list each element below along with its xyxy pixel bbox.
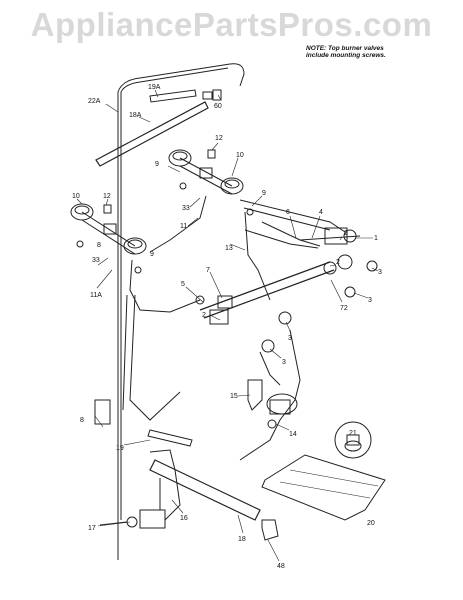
wire-harness [122, 294, 181, 421]
note-line-2: include mounting screws. [306, 52, 386, 59]
orifice-3-b [261, 339, 275, 353]
screw-9-d [134, 266, 142, 274]
callout-48: 48 [277, 563, 285, 570]
callout-60: 60 [214, 103, 222, 110]
inset-circle-21 [334, 421, 372, 459]
bracket-15 [247, 379, 263, 411]
callout-1: 1 [374, 235, 378, 242]
note-text: NOTE: Top burner valves include mounting… [306, 45, 456, 59]
screw-9-a [179, 182, 187, 190]
callout-33-left: 33 [92, 257, 100, 264]
callout-3-right-a: 3 [378, 269, 382, 276]
callout-8-top: 8 [97, 242, 101, 249]
callout-12-left: 12 [103, 193, 111, 200]
callout-72: 72 [340, 305, 348, 312]
callout-3-right-b: 3 [368, 297, 372, 304]
tube-top-arc [117, 63, 245, 93]
callout-9-left: 9 [150, 251, 154, 258]
screw-9-c [76, 240, 84, 248]
callout-19a: 19A [148, 84, 161, 91]
burner-valve-assembly-right [168, 149, 244, 195]
callout-18a: 18A [129, 112, 142, 119]
callout-7: 7 [206, 267, 210, 274]
callout-13: 13 [225, 245, 233, 252]
clip-12-top [207, 149, 216, 159]
callout-20: 20 [367, 520, 375, 527]
callout-9-top: 9 [155, 161, 159, 168]
callout-10-left: 10 [72, 193, 80, 200]
tube-22a [117, 92, 122, 560]
callout-11a: 11A [90, 292, 102, 299]
screw-9-b [246, 208, 254, 216]
tube-18 [149, 459, 261, 521]
bracket-48 [261, 519, 279, 541]
tube-11a [129, 259, 201, 313]
tube-to-regulator [239, 329, 301, 461]
callout-16: 16 [180, 515, 188, 522]
callout-6: 6 [286, 209, 290, 216]
watermark-text: AppliancePartsPros.com [30, 6, 433, 43]
callout-3-mid-a: 3 [288, 335, 292, 342]
bottom-valve [99, 469, 181, 529]
valve-right [299, 227, 378, 275]
callout-15: 15 [230, 393, 238, 400]
heat-shield-20 [261, 454, 386, 521]
callout-4: 4 [319, 209, 323, 216]
callout-8: 8 [80, 417, 84, 424]
orifice-3-a [278, 311, 292, 325]
valve-mid [195, 295, 233, 325]
callout-21: 21 [349, 430, 357, 437]
note-line-1: NOTE: Top burner valves [306, 45, 384, 52]
callout-12-top: 12 [215, 135, 223, 142]
callout-2-mid-b: 2 [336, 259, 340, 266]
callout-3-mid-b: 3 [282, 359, 286, 366]
tube-13 [244, 211, 271, 301]
callout-22a: 22A [88, 98, 101, 105]
callout-2-right: 2 [344, 230, 348, 237]
clip-12-left [103, 204, 112, 214]
orifice-3-c [344, 286, 356, 298]
tube-18a [95, 101, 209, 167]
igniter-19a [149, 89, 197, 103]
callout-18: 18 [238, 536, 246, 543]
callout-14: 14 [289, 431, 297, 438]
callout-9-right: 9 [262, 190, 266, 197]
callout-33-top: 33 [182, 205, 190, 212]
igniter-19 [147, 429, 193, 447]
callout-11: 11 [180, 223, 187, 230]
callout-2-mid-a: 2 [202, 312, 206, 319]
callout-17: 17 [88, 525, 96, 532]
callout-10-top: 10 [236, 152, 244, 159]
callout-5: 5 [181, 281, 185, 288]
regulator-14 [266, 393, 298, 429]
tube-11 [149, 195, 207, 253]
callout-19: 19 [116, 445, 124, 452]
callout-labels: 22A 19A 60 18A 12 9 10 10 12 33 9 6 4 2 … [72, 84, 382, 570]
orifice-60 [202, 91, 213, 100]
switch-8 [94, 399, 111, 425]
